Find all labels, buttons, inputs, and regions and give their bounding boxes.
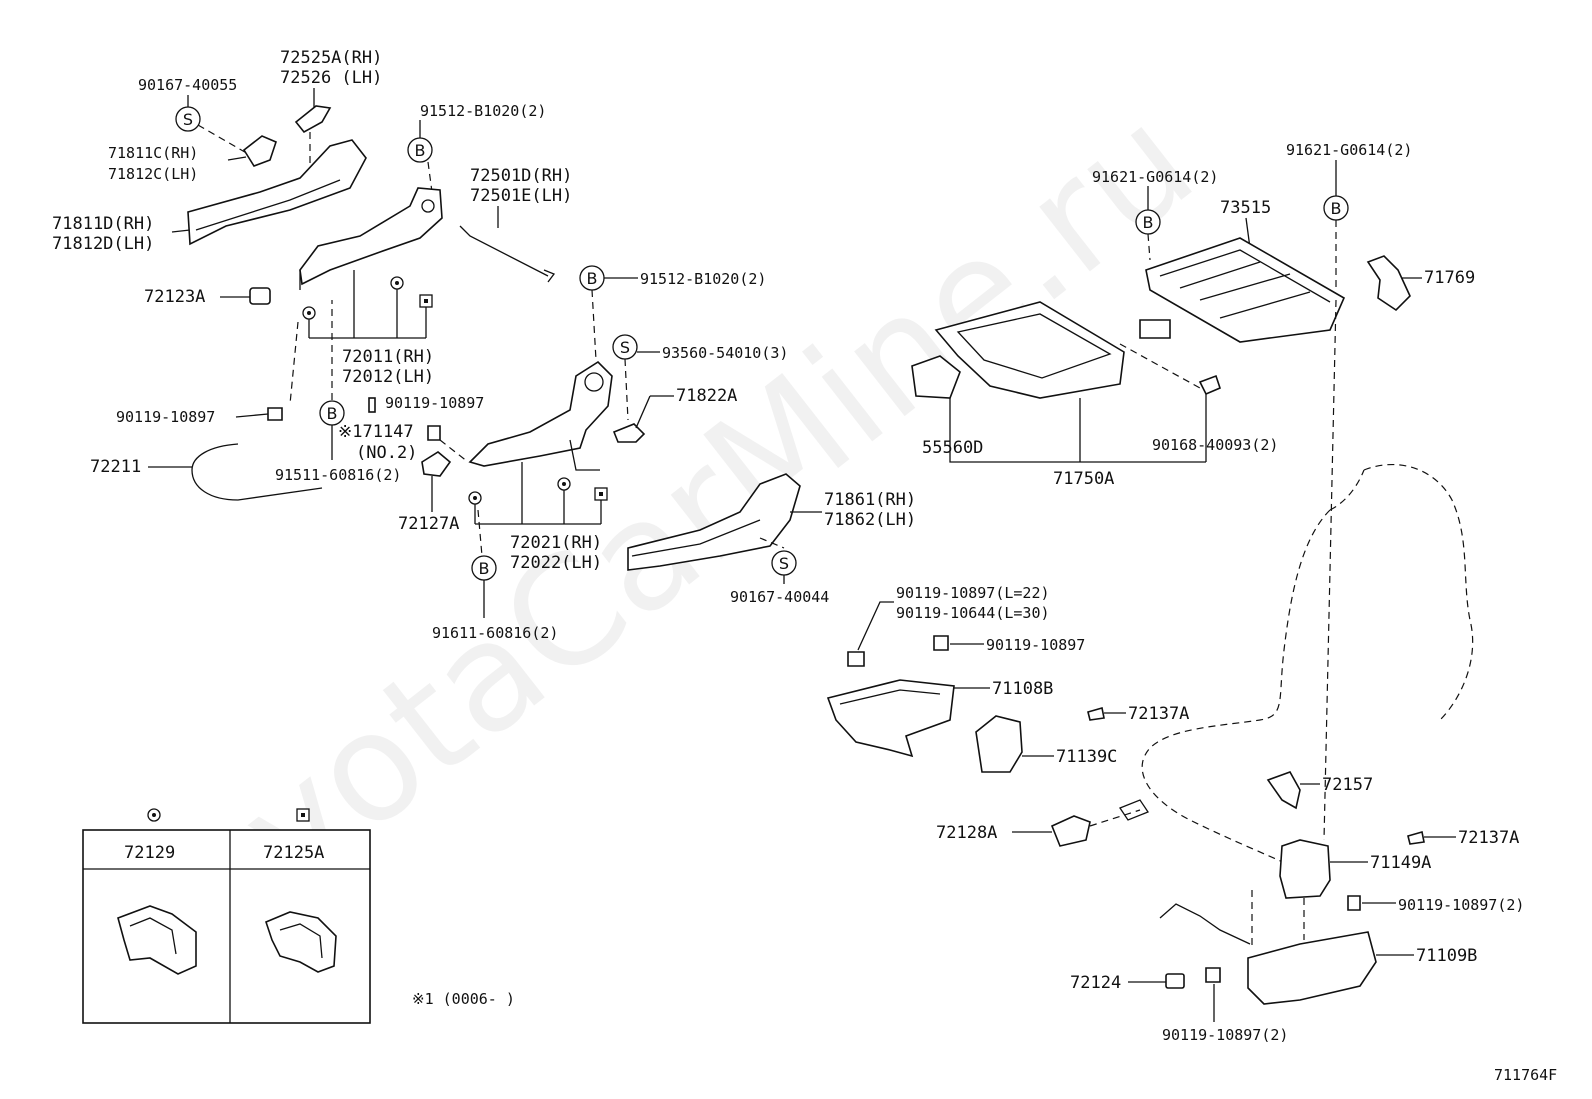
badge-b-6-text: B xyxy=(1331,199,1342,218)
badge-s-top-text: S xyxy=(183,110,193,129)
label-72127A: 72127A xyxy=(398,514,459,534)
rod-72501D xyxy=(459,225,549,277)
label-71750A: 71750A xyxy=(1053,469,1114,489)
label-71108B: 71108B xyxy=(992,679,1053,699)
label-90119-10897-a: 90119-10897 xyxy=(116,408,215,426)
bolt-90168 xyxy=(1198,374,1221,396)
label-no2: (NO.2) xyxy=(356,443,417,463)
label-72501D: 72501D(RH) xyxy=(470,166,572,186)
bolt-c xyxy=(1347,895,1361,911)
label-90119-10644-L30: 90119-10644(L=30) xyxy=(896,604,1050,622)
badge-b-3-text: B xyxy=(587,269,598,288)
clip-72137A-a xyxy=(1087,706,1105,721)
cover-71109B xyxy=(1247,931,1377,1005)
cover-71108B xyxy=(826,679,955,758)
label-90167-40044: 90167-40044 xyxy=(730,588,829,606)
badge-b-1-text: B xyxy=(415,141,426,160)
label-72021: 72021(RH) xyxy=(510,533,602,553)
label-90119-10897-c: 90119-10897 xyxy=(986,636,1085,654)
inset-clip-72125A xyxy=(265,911,337,973)
seat-outline xyxy=(1141,463,1474,871)
label-72211: 72211 xyxy=(90,457,141,477)
cover-71811D xyxy=(187,139,367,246)
label-71149A: 71149A xyxy=(1370,853,1431,873)
bolt-d xyxy=(1205,967,1221,983)
label-72022: 72022(LH) xyxy=(510,553,602,573)
label-71811D: 71811D(RH) xyxy=(52,214,154,234)
label-71862: 71862(LH) xyxy=(824,510,916,530)
label-90119-10897-d: 90119-10897(2) xyxy=(1398,896,1524,914)
label-72137A-b: 72137A xyxy=(1458,828,1519,848)
clip-72127A xyxy=(421,451,452,477)
label-71812D: 71812D(LH) xyxy=(52,234,154,254)
pin-711147 xyxy=(368,397,376,413)
wire-72211 xyxy=(191,443,323,501)
label-72123A: 72123A xyxy=(144,287,205,307)
bolt-a xyxy=(847,651,865,667)
screw-b xyxy=(427,425,441,441)
badge-b-4-text: B xyxy=(479,559,490,578)
badge-b-1 xyxy=(407,137,433,163)
label-711147: ※171147 xyxy=(338,422,414,442)
label-71109B: 71109B xyxy=(1416,946,1477,966)
screw-a xyxy=(267,407,283,421)
label-91621-a: 91621-G0614(2) xyxy=(1092,168,1218,186)
cover-71861 xyxy=(627,473,801,571)
label-71811C: 71811C(RH) xyxy=(108,144,198,162)
label-90119-10897-b: 90119-10897 xyxy=(385,394,484,412)
cover-71149A xyxy=(1279,839,1331,899)
cover-71139C xyxy=(975,715,1023,773)
label-71822A: 71822A xyxy=(676,386,737,406)
label-93560: 93560-54010(3) xyxy=(662,344,788,362)
cover-72128A xyxy=(1050,815,1091,847)
label-91621-b: 91621-G0614(2) xyxy=(1286,141,1412,159)
label-72501E: 72501E(LH) xyxy=(470,186,572,206)
label-72157: 72157 xyxy=(1322,775,1373,795)
label-90167-40055: 90167-40055 xyxy=(138,76,237,94)
label-73515: 73515 xyxy=(1220,198,1271,218)
cap-72124 xyxy=(1165,973,1185,989)
label-90119-10897-e: 90119-10897(2) xyxy=(1162,1026,1288,1044)
cap-72123A xyxy=(249,287,271,305)
label-71769: 71769 xyxy=(1424,268,1475,288)
figure-code: 711764F xyxy=(1494,1066,1557,1084)
label-71812C: 71812C(LH) xyxy=(108,165,198,183)
clip-72525A xyxy=(294,105,332,134)
clip-72137A-b xyxy=(1407,830,1425,845)
label-90119-10897-L22: 90119-10897(L=22) xyxy=(896,584,1050,602)
bracket-55560D xyxy=(911,355,961,399)
label-72526: 72526 (LH) xyxy=(280,68,382,88)
label-71139C: 71139C xyxy=(1056,747,1117,767)
label-91511: 91511-60816(2) xyxy=(275,466,401,484)
label-72525A: 72525A(RH) xyxy=(280,48,382,68)
footnote: ※1 (0006- ) xyxy=(412,990,515,1008)
badge-b-2-text: B xyxy=(327,404,338,423)
label-91512-B1020-b: 91512-B1020(2) xyxy=(640,270,766,288)
label-72128A: 72128A xyxy=(936,823,997,843)
badge-s-3-text: S xyxy=(779,554,789,573)
clip-72157 xyxy=(1266,771,1301,810)
label-90168: 90168-40093(2) xyxy=(1152,436,1278,454)
badge-s-2-text: S xyxy=(620,338,630,357)
recliner-72011 xyxy=(299,187,443,286)
clip-71769 xyxy=(1366,255,1411,312)
inset-part-72125A: 72125A xyxy=(263,843,324,863)
recliner-72021 xyxy=(468,360,613,467)
badge-b-5-text: B xyxy=(1143,213,1154,232)
label-91611: 91611-60816(2) xyxy=(432,624,558,642)
bracket-71822A xyxy=(612,423,646,443)
inset-part-72129: 72129 xyxy=(124,843,175,863)
label-72137A-a: 72137A xyxy=(1128,704,1189,724)
label-91512-B1020-a: 91512-B1020(2) xyxy=(420,102,546,120)
label-72012: 72012(LH) xyxy=(342,367,434,387)
label-72124: 72124 xyxy=(1070,973,1121,993)
bolt-b xyxy=(933,635,949,651)
label-72011: 72011(RH) xyxy=(342,347,434,367)
label-55560D: 55560D xyxy=(922,438,983,458)
label-71861: 71861(RH) xyxy=(824,490,916,510)
bracket-71811C xyxy=(242,135,277,167)
